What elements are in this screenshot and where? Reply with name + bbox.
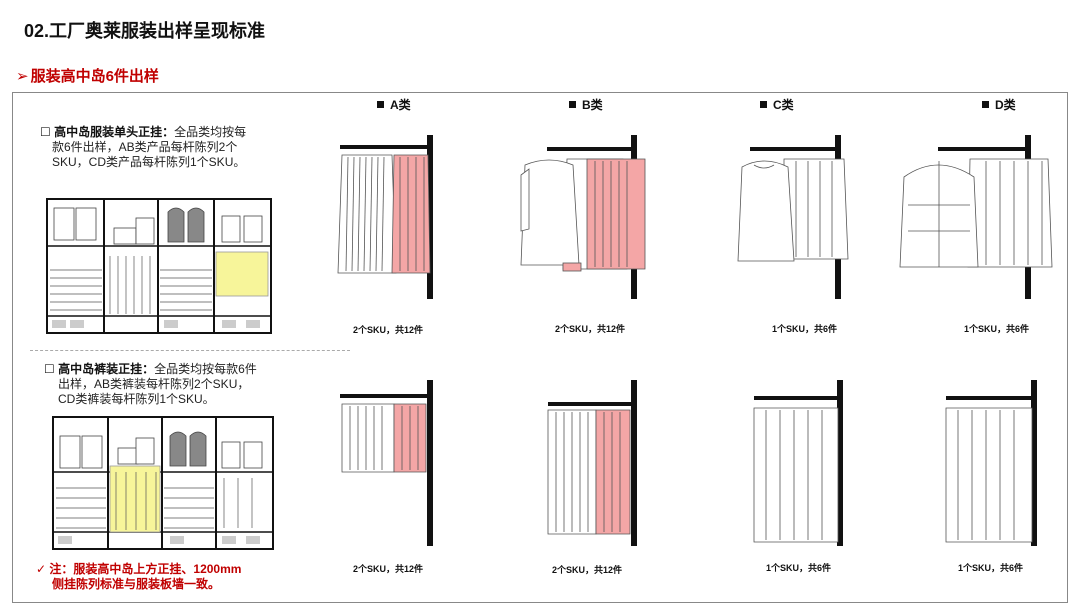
rack-pants-b-illustration	[547, 380, 637, 546]
section-subtitle: ➢服装高中岛6件出样	[16, 65, 159, 86]
pants-c-caption: 1个SKU，共6件	[766, 563, 832, 573]
category-c-label: C类	[760, 96, 794, 113]
pants-a-caption: 2个SKU，共12件	[353, 564, 424, 574]
tops-a-caption: 2个SKU，共12件	[353, 325, 424, 335]
rack-tops-d-illustration	[899, 135, 1053, 299]
tops-text-3: SKU，CD类产品每杆陈列1个SKU。	[52, 155, 246, 169]
square-bullet-icon	[377, 101, 384, 108]
island-display-pants-illustration	[52, 416, 274, 550]
checkbox-icon: ☐	[40, 125, 51, 139]
island-display-tops-illustration	[46, 198, 272, 334]
category-b-label: B类	[569, 96, 603, 113]
rack-pants-a-illustration	[340, 380, 433, 546]
square-bullet-icon	[982, 101, 989, 108]
pants-text-3: CD类裤装每杆陈列1个SKU。	[58, 392, 215, 406]
category-a-label: A类	[377, 96, 411, 113]
rack-pants-d-illustration	[945, 380, 1037, 546]
pants-heading: 高中岛裤装正挂：	[58, 362, 155, 376]
arrow-icon: ➢	[16, 68, 29, 85]
pants-b-caption: 2个SKU，共12件	[552, 565, 623, 575]
tops-heading: 高中岛服装单头正挂：	[54, 125, 175, 139]
page-title: 02.工厂奥莱服装出样呈现标准	[24, 21, 266, 41]
category-d-label: D类	[982, 96, 1016, 113]
note-text: ✓ 注：服装高中岛上方正挂、1200mm 侧挂陈列标准与服装板墙一致。	[36, 562, 286, 592]
tops-text-1: 全品类均按每	[174, 125, 247, 139]
square-bullet-icon	[569, 101, 576, 108]
checkbox-icon: ☐	[44, 362, 55, 376]
check-icon: ✓	[36, 562, 47, 576]
tops-c-caption: 1个SKU，共6件	[772, 324, 838, 334]
rack-tops-b-illustration	[520, 135, 646, 299]
square-bullet-icon	[760, 101, 767, 108]
tops-text-2: 款6件出样，AB类产品每杆陈列2个	[52, 140, 238, 154]
rack-tops-a-illustration	[337, 135, 433, 299]
section-divider	[30, 350, 350, 351]
pants-text-2: 出样，AB类裤装每杆陈列2个SKU，	[58, 377, 250, 391]
content-frame	[12, 92, 1068, 603]
pants-d-caption: 1个SKU，共6件	[958, 563, 1024, 573]
subtitle-text: 服装高中岛6件出样	[30, 68, 159, 85]
pants-text-1: 全品类均按每款6件	[154, 362, 257, 376]
note-line-1: 注：服装高中岛上方正挂、1200mm	[49, 562, 242, 576]
tops-b-caption: 2个SKU，共12件	[555, 324, 626, 334]
note-line-2: 侧挂陈列标准与服装板墙一致。	[52, 577, 221, 591]
rack-tops-c-illustration	[737, 135, 849, 299]
tops-description: ☐ 高中岛服装单头正挂：全品类均按每 款6件出样，AB类产品每杆陈列2个 SKU…	[40, 125, 280, 170]
rack-pants-c-illustration	[753, 380, 843, 546]
tops-d-caption: 1个SKU，共6件	[964, 324, 1030, 334]
pants-description: ☐ 高中岛裤装正挂：全品类均按每款6件 出样，AB类裤装每杆陈列2个SKU， C…	[44, 362, 292, 407]
